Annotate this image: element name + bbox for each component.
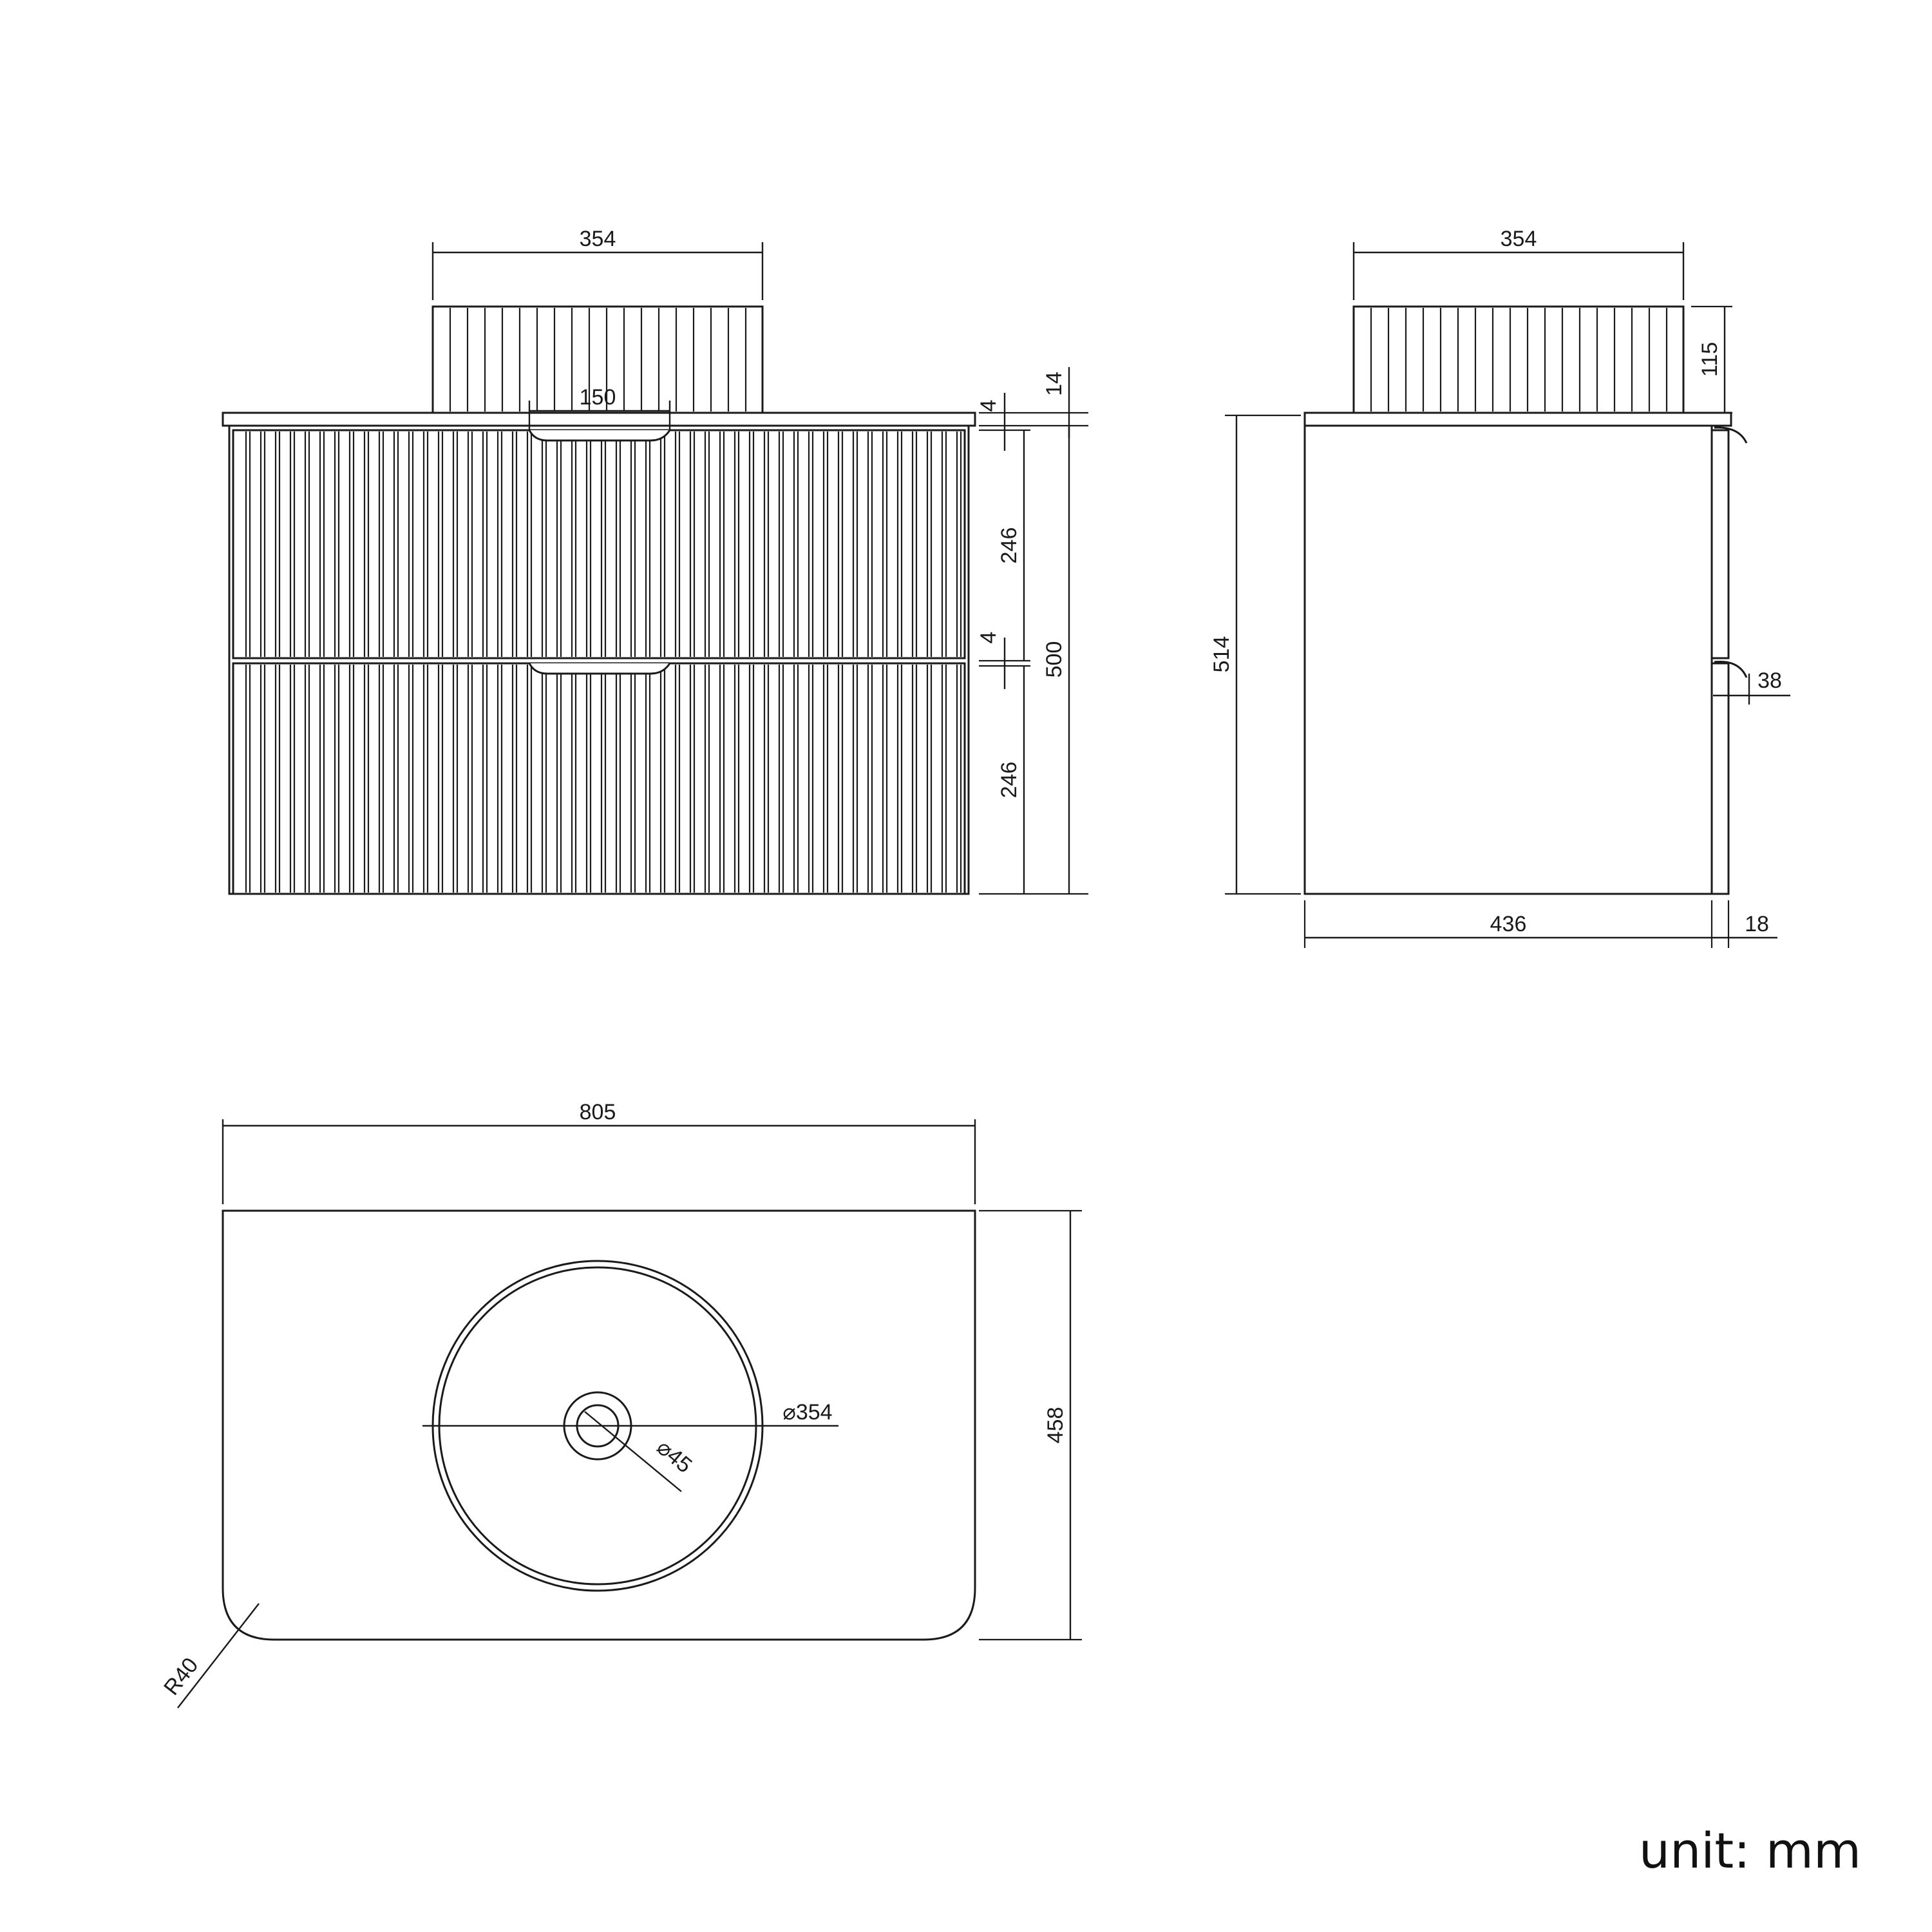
dim-top-depth-label: 458 bbox=[1043, 1407, 1068, 1444]
dim-front-top-gap-label: 4 bbox=[976, 400, 1001, 412]
dim-top-width-label: 805 bbox=[580, 1100, 616, 1124]
dim-side-depth-label: 436 bbox=[1490, 912, 1527, 936]
front-view: 354 150 4 246 4 bbox=[222, 227, 1088, 895]
side-drawer-front-bottom bbox=[1710, 662, 1730, 895]
side-basin-flutes bbox=[1370, 308, 1668, 412]
dim-front-mid-gap: 4 bbox=[976, 632, 1006, 689]
dim-side-total-height: 514 bbox=[1209, 414, 1301, 895]
dim-side-depth: 436 18 bbox=[1303, 900, 1777, 948]
dim-side-front-thickness-label: 18 bbox=[1745, 912, 1769, 936]
dim-side-handle-depth: 38 bbox=[1713, 668, 1790, 705]
dim-side-total-height-label: 514 bbox=[1209, 636, 1234, 673]
dim-top-depth: 458 bbox=[979, 1209, 1082, 1641]
dim-front-top-thickness-label: 14 bbox=[1042, 372, 1066, 396]
unit-label: unit: mm bbox=[1639, 1822, 1861, 1879]
side-cabinet-body bbox=[1303, 424, 1713, 895]
front-drawer-top-flutes bbox=[245, 431, 962, 657]
dim-top-drain-diameter: ⌀45 bbox=[584, 1411, 697, 1492]
dim-front-top-gap: 4 bbox=[976, 393, 1006, 451]
side-basin bbox=[1352, 305, 1685, 414]
front-drawer-bottom bbox=[232, 662, 966, 895]
side-handle-top bbox=[1714, 426, 1748, 444]
dim-top-corner-radius-label: R40 bbox=[159, 1653, 203, 1700]
dim-front-basin-width: 354 bbox=[431, 227, 764, 300]
side-countertop bbox=[1303, 412, 1732, 427]
front-handle-bottom bbox=[528, 663, 671, 675]
dim-top-basin-diameter-label: ⌀354 bbox=[782, 1400, 832, 1425]
dim-side-basin-width-label: 354 bbox=[1501, 227, 1537, 251]
side-handle-bottom bbox=[1714, 661, 1748, 678]
side-view: 354 115 514 38 436 18 bbox=[1209, 227, 1790, 948]
dim-front-basin-width-label: 354 bbox=[580, 227, 616, 251]
dim-front-drawer-top: 246 bbox=[997, 430, 1025, 661]
dim-front-top-thickness: 14 bbox=[1042, 367, 1070, 438]
dim-top-width: 805 bbox=[222, 1100, 976, 1204]
dim-front-drawer-bottom: 246 bbox=[997, 666, 1025, 894]
dim-front-total-height: 500 bbox=[1042, 426, 1070, 894]
dim-front-drawer-bottom-label: 246 bbox=[997, 762, 1021, 799]
dim-front-handle-width-label: 150 bbox=[580, 385, 616, 410]
dim-side-basin-width: 354 bbox=[1352, 227, 1685, 300]
dim-front-mid-gap-label: 4 bbox=[976, 632, 1001, 644]
front-handle-top bbox=[528, 430, 671, 442]
dim-front-handle-width: 150 bbox=[528, 385, 671, 430]
front-basin-flutes bbox=[449, 308, 747, 412]
top-view: 805 458 ⌀354 ⌀45 R40 bbox=[159, 1100, 1082, 1709]
front-drawer-top bbox=[232, 429, 966, 659]
front-drawer-bottom-flutes bbox=[245, 665, 962, 893]
dim-top-basin-diameter: ⌀354 bbox=[422, 1400, 838, 1427]
dim-front-total-height-label: 500 bbox=[1042, 641, 1066, 678]
top-countertop bbox=[222, 1209, 976, 1641]
side-drawer-front-top bbox=[1710, 429, 1730, 659]
front-countertop bbox=[222, 412, 976, 427]
dim-side-handle-depth-label: 38 bbox=[1757, 668, 1782, 693]
dim-top-corner-radius: R40 bbox=[159, 1603, 260, 1709]
dim-side-basin-height-label: 115 bbox=[1698, 342, 1722, 377]
dim-side-basin-height: 115 bbox=[1691, 305, 1732, 414]
dim-front-drawer-top-label: 246 bbox=[997, 527, 1021, 564]
dim-top-drain-diameter-label: ⌀45 bbox=[652, 1435, 697, 1478]
